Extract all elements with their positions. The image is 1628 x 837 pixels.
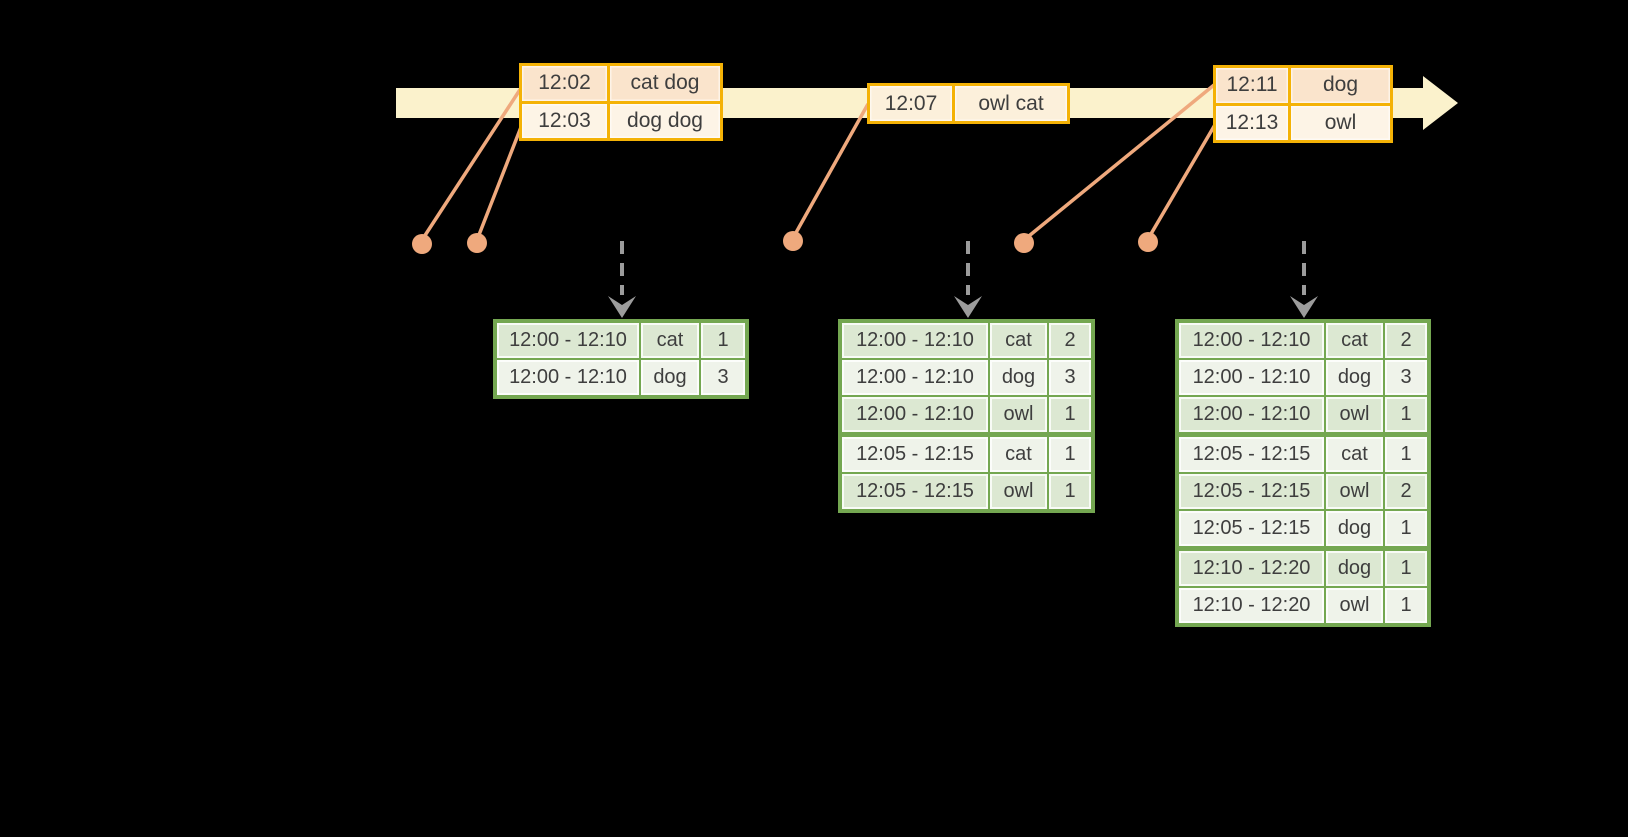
event-row: 12:11 dog [1216,68,1390,103]
count-cell: 2 [1049,323,1091,358]
count-cell: 3 [1385,360,1427,395]
connector-line [1146,122,1218,240]
event-row: 12:13 owl [1216,105,1390,140]
event-words: owl cat [955,86,1067,121]
event-row: 12:03 dog dog [522,103,720,138]
window-cell: 12:10 - 12:20 [1179,588,1324,623]
count-cell: 2 [1385,323,1427,358]
word-cell: dog [1326,360,1383,395]
event-dot [412,234,432,254]
word-cell: dog [1326,551,1383,586]
table-row: 12:05 - 12:15 owl 2 [1179,474,1427,509]
word-cell: cat [1326,323,1383,358]
window-cell: 12:00 - 12:10 [497,323,639,358]
count-cell: 1 [1049,437,1091,472]
count-cell: 3 [1049,360,1091,395]
result-table-3: 12:00 - 12:10 cat 2 12:00 - 12:10 dog 3 … [1175,319,1431,627]
word-cell: dog [990,360,1047,395]
count-cell: 1 [1049,397,1091,432]
window-cell: 12:00 - 12:10 [842,360,988,395]
event-words: cat dog [610,66,720,101]
window-cell: 12:05 - 12:15 [1179,437,1324,472]
table-row: 12:00 - 12:10 dog 3 [497,360,745,395]
window-cell: 12:00 - 12:10 [1179,323,1324,358]
table-row: 12:05 - 12:15 cat 1 [1179,437,1427,472]
word-cell: owl [990,474,1047,509]
event-dot [783,231,803,251]
window-cell: 12:00 - 12:10 [842,397,988,432]
window-cell: 12:00 - 12:10 [1179,360,1324,395]
word-cell: owl [1326,588,1383,623]
event-words: dog dog [610,103,720,138]
table-row: 12:00 - 12:10 dog 3 [1179,360,1427,395]
window-cell: 12:10 - 12:20 [1179,551,1324,586]
table-row: 12:00 - 12:10 owl 1 [1179,397,1427,432]
event-row: 12:02 cat dog [522,66,720,101]
event-dot [1138,232,1158,252]
event-dot [1014,233,1034,253]
result-table-1: 12:00 - 12:10 cat 1 12:00 - 12:10 dog 3 [493,319,749,399]
event-time: 12:02 [522,66,607,101]
count-cell: 1 [1385,588,1427,623]
table-row: 12:00 - 12:10 cat 1 [497,323,745,358]
connector-line [1022,83,1216,242]
table-row: 12:00 - 12:10 cat 2 [842,323,1091,358]
trigger-arrowhead [1290,296,1318,318]
result-table-2: 12:00 - 12:10 cat 2 12:00 - 12:10 dog 3 … [838,319,1095,513]
event-table-3: 12:11 dog 12:13 owl [1213,65,1393,143]
event-words: dog [1291,68,1390,103]
event-words: owl [1291,105,1390,140]
word-cell: owl [1326,474,1383,509]
table-row: 12:00 - 12:10 dog 3 [842,360,1091,395]
table-row: 12:00 - 12:10 cat 2 [1179,323,1427,358]
table-row: 12:10 - 12:20 dog 1 [1179,551,1427,586]
table-row: 12:10 - 12:20 owl 1 [1179,588,1427,623]
window-cell: 12:00 - 12:10 [497,360,639,395]
event-time: 12:11 [1216,68,1288,103]
window-cell: 12:05 - 12:15 [1179,474,1324,509]
word-cell: dog [1326,511,1383,546]
word-cell: cat [641,323,699,358]
table-row: 12:05 - 12:15 dog 1 [1179,511,1427,546]
event-table-2: 12:07 owl cat [867,83,1070,124]
event-dot [467,233,487,253]
event-time: 12:03 [522,103,607,138]
count-cell: 1 [1385,437,1427,472]
count-cell: 1 [1385,551,1427,586]
count-cell: 3 [701,360,745,395]
word-cell: owl [1326,397,1383,432]
window-cell: 12:05 - 12:15 [1179,511,1324,546]
word-cell: owl [990,397,1047,432]
window-cell: 12:00 - 12:10 [1179,397,1324,432]
connector-line [475,121,525,241]
connector-line [791,103,870,239]
event-time: 12:13 [1216,105,1288,140]
trigger-arrowhead [954,296,982,318]
word-cell: cat [990,323,1047,358]
event-row: 12:07 owl cat [870,86,1067,121]
table-row: 12:05 - 12:15 cat 1 [842,437,1091,472]
window-cell: 12:05 - 12:15 [842,437,988,472]
word-cell: dog [641,360,699,395]
count-cell: 1 [701,323,745,358]
event-table-1: 12:02 cat dog 12:03 dog dog [519,63,723,141]
count-cell: 1 [1385,397,1427,432]
word-cell: cat [1326,437,1383,472]
trigger-arrowhead [608,296,636,318]
count-cell: 2 [1385,474,1427,509]
window-cell: 12:05 - 12:15 [842,474,988,509]
event-time: 12:07 [870,86,952,121]
window-cell: 12:00 - 12:10 [842,323,988,358]
count-cell: 1 [1385,511,1427,546]
word-cell: cat [990,437,1047,472]
connector-line [420,84,525,241]
table-row: 12:05 - 12:15 owl 1 [842,474,1091,509]
count-cell: 1 [1049,474,1091,509]
table-row: 12:00 - 12:10 owl 1 [842,397,1091,432]
